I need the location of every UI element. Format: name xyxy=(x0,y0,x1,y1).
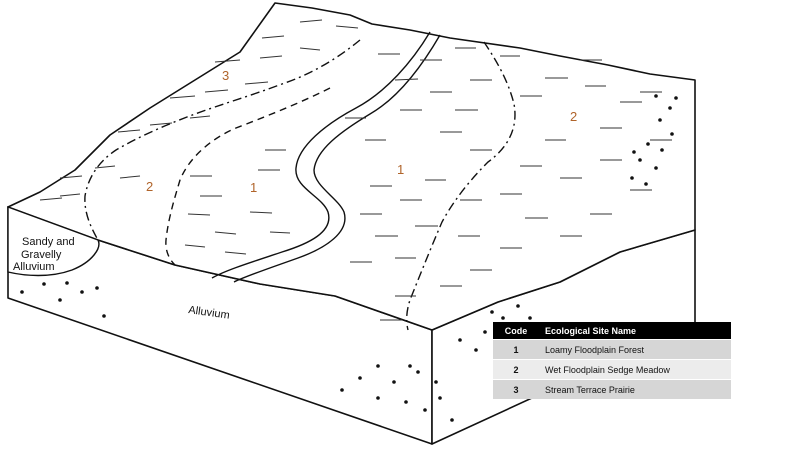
legend-site-name: Wet Floodplain Sedge Meadow xyxy=(539,359,731,380)
zone-label-1-right: 1 xyxy=(397,162,404,177)
soil-dot xyxy=(660,148,664,152)
soil-dot xyxy=(458,338,462,342)
zone-label-3: 3 xyxy=(222,68,229,83)
soil-dot xyxy=(438,396,442,400)
legend-site-name: Stream Terrace Prairie xyxy=(539,379,731,399)
soil-dot xyxy=(20,290,24,294)
surface-hatching xyxy=(39,19,672,321)
legend-row: 2 Wet Floodplain Sedge Meadow xyxy=(493,359,731,380)
sandy-gravelly-alluvium-lens xyxy=(7,205,100,277)
legend-row: 1 Loamy Floodplain Forest xyxy=(493,339,731,360)
soil-dot xyxy=(65,281,69,285)
hatch-stroke xyxy=(261,35,285,39)
soil-dot xyxy=(434,380,438,384)
stream-bank-right xyxy=(233,34,441,283)
soil-dot xyxy=(423,408,427,412)
soil-dot xyxy=(404,400,408,404)
soil-dot xyxy=(632,150,636,154)
hatch-stroke xyxy=(189,115,211,119)
soil-dot xyxy=(658,118,662,122)
soil-dot xyxy=(416,370,420,374)
soil-dot xyxy=(392,380,396,384)
hatch-stroke xyxy=(117,129,141,133)
soil-dot xyxy=(501,316,505,320)
hatch-stroke xyxy=(214,231,237,235)
legend-header-row: Code Ecological Site Name xyxy=(493,322,731,340)
zone-label-1-left: 1 xyxy=(250,180,257,195)
soil-dot xyxy=(670,132,674,136)
hatch-stroke xyxy=(259,55,283,59)
soil-dot xyxy=(528,316,532,320)
soil-dot xyxy=(638,158,642,162)
soil-dots xyxy=(20,94,678,422)
legend-site-name: Loamy Floodplain Forest xyxy=(539,339,731,360)
hatch-stroke xyxy=(249,211,273,214)
hatch-stroke xyxy=(39,197,63,201)
hatch-stroke xyxy=(184,244,206,248)
hatch-stroke xyxy=(169,95,196,99)
soil-dot xyxy=(408,364,412,368)
soil-dot xyxy=(58,298,62,302)
legend-row: 3 Stream Terrace Prairie xyxy=(493,379,731,399)
stream-bank-left xyxy=(211,31,431,279)
soil-dot xyxy=(646,142,650,146)
soil-dot xyxy=(95,286,99,290)
soil-dot xyxy=(644,182,648,186)
soil-dot xyxy=(483,330,487,334)
legend-code: 2 xyxy=(493,359,539,380)
soil-dot xyxy=(102,314,106,318)
soil-dot xyxy=(654,166,658,170)
hatch-stroke xyxy=(214,59,241,63)
soil-dot xyxy=(340,388,344,392)
sandy-gravelly-alluvium-label: Sandy and Gravelly Alluvium xyxy=(13,236,78,273)
soil-dot xyxy=(674,96,678,100)
hatch-stroke xyxy=(224,251,247,255)
soil-dot xyxy=(668,106,672,110)
top-surface xyxy=(7,2,696,331)
alluvium-label: Alluvium xyxy=(188,304,231,322)
legend-header-name: Ecological Site Name xyxy=(539,322,731,340)
legend-code: 1 xyxy=(493,339,539,360)
terrace-boundary xyxy=(84,39,361,241)
hatch-stroke xyxy=(119,175,141,179)
soil-dot xyxy=(80,290,84,294)
soil-dot xyxy=(376,396,380,400)
zone-label-2-left: 2 xyxy=(146,179,153,194)
hatch-stroke xyxy=(269,231,291,234)
soil-dot xyxy=(42,282,46,286)
hatch-stroke xyxy=(299,47,321,51)
legend-code: 3 xyxy=(493,379,539,399)
site-boundary-right xyxy=(405,41,516,331)
soil-dot xyxy=(376,364,380,368)
soil-dot xyxy=(474,348,478,352)
hatch-stroke xyxy=(59,175,83,179)
legend-header-code: Code xyxy=(493,322,539,340)
hatch-stroke xyxy=(335,25,359,29)
hatch-stroke xyxy=(244,81,269,85)
legend-table: Code Ecological Site Name 1 Loamy Floodp… xyxy=(493,322,731,399)
hatch-stroke xyxy=(204,89,229,93)
site-boundary-left xyxy=(165,87,331,266)
hatch-stroke xyxy=(187,213,211,216)
zone-label-2-right: 2 xyxy=(570,109,577,124)
hatch-stroke xyxy=(299,19,323,23)
soil-dot xyxy=(654,94,658,98)
soil-dot xyxy=(450,418,454,422)
hatch-stroke xyxy=(394,78,419,81)
soil-dot xyxy=(630,176,634,180)
hatch-stroke xyxy=(149,122,173,126)
hatch-stroke xyxy=(94,165,116,169)
soil-dot xyxy=(516,304,520,308)
soil-dot xyxy=(490,310,494,314)
soil-dot xyxy=(358,376,362,380)
hatch-stroke xyxy=(59,193,81,197)
